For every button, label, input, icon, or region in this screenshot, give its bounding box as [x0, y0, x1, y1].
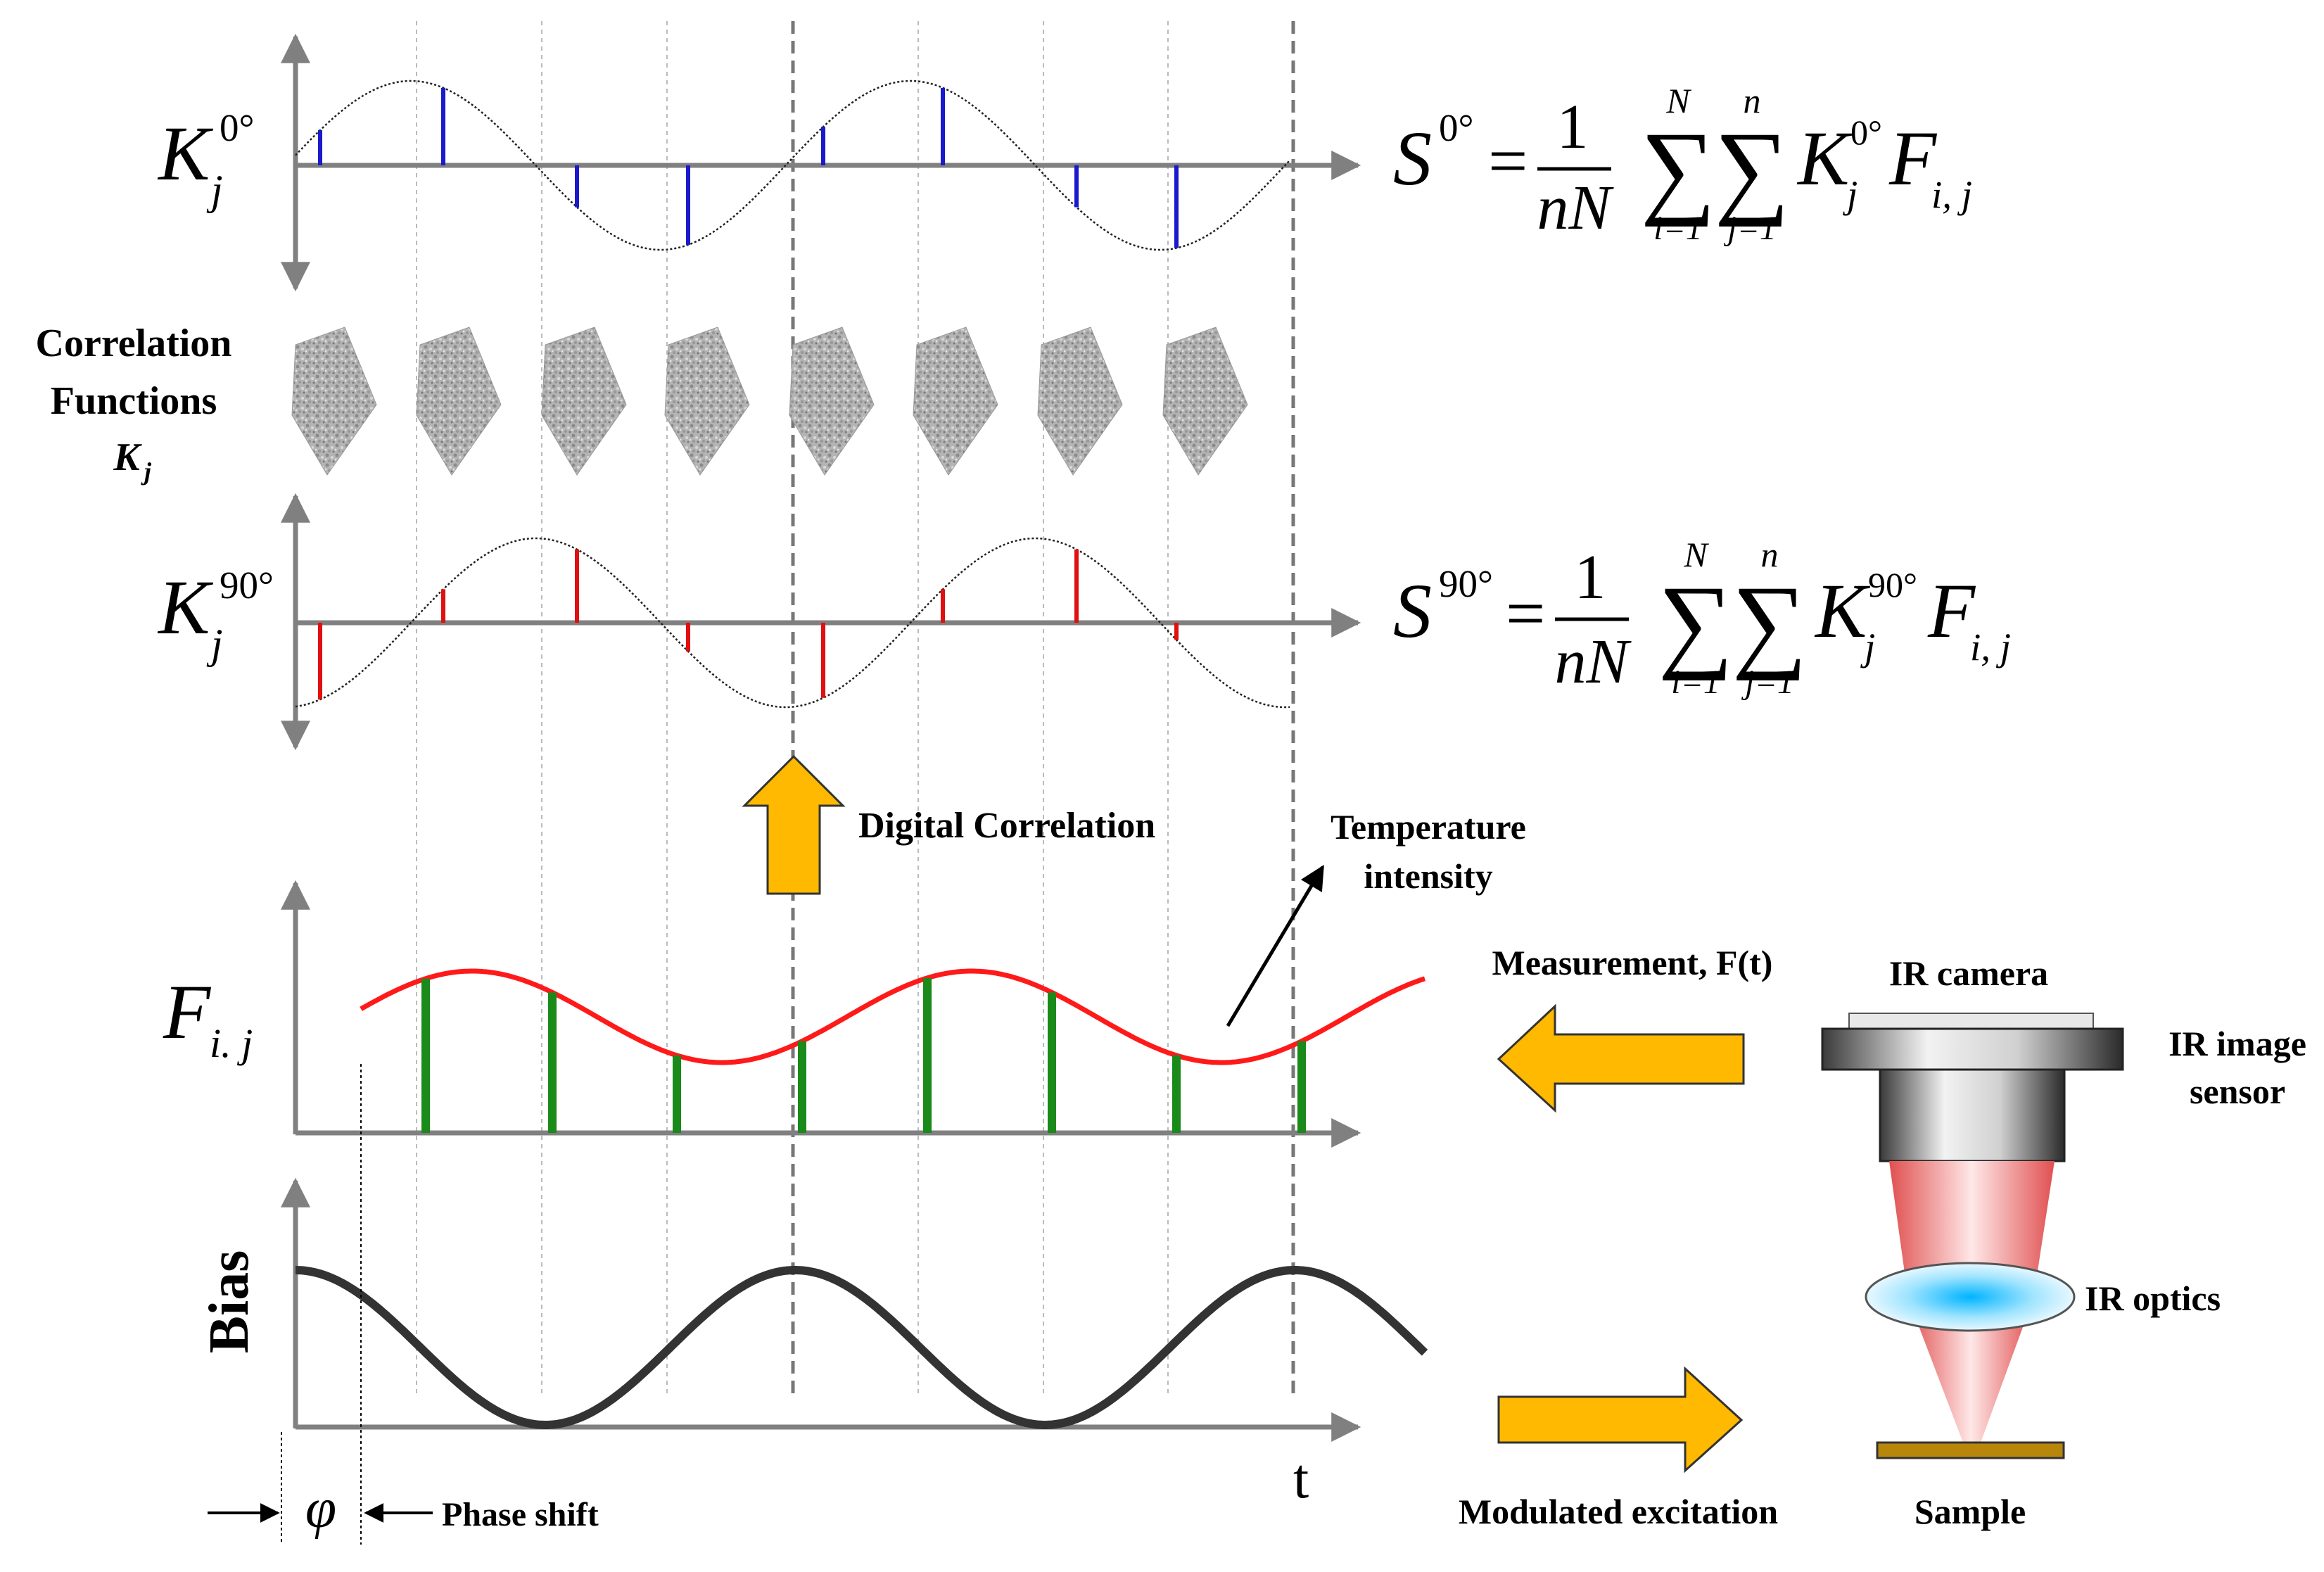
correlation-line3-sub: j	[141, 457, 152, 486]
measurement-label: Measurement, F(t)	[1492, 943, 1773, 982]
s0-formula: S 0° = 1 nN N ∑ i=1 n ∑ j=1 K j 0° F i, …	[1393, 81, 1972, 247]
correlation-line2: Functions	[51, 379, 217, 423]
k0-panel	[281, 33, 1361, 292]
bias-label: Bias	[198, 1250, 260, 1354]
s90-lhs: S	[1393, 568, 1432, 654]
s0-eq: =	[1488, 122, 1528, 200]
s0-term-f-sub: i, j	[1931, 173, 1972, 216]
s90-denominator: nN	[1554, 627, 1632, 697]
s90-formula: S 90° = 1 nN N ∑ i=1 n ∑ j=1 K j 90° F i…	[1393, 535, 2011, 701]
correlation-frame	[1162, 327, 1248, 476]
s0-sum1-bottom: i=1	[1653, 210, 1703, 247]
f-symbol-sub: i. j	[210, 1020, 253, 1066]
correlation-frame	[1037, 327, 1123, 476]
t-axis-label: t	[1293, 1448, 1309, 1510]
correlation-frame	[416, 327, 502, 476]
correlation-frame	[291, 327, 377, 476]
excitation-label: Modulated excitation	[1459, 1492, 1778, 1531]
s0-lhs-sup: 0°	[1439, 106, 1474, 149]
s90-sum2-bottom: j=1	[1741, 664, 1794, 701]
s0-term-k-sup: 0°	[1850, 113, 1882, 152]
phi-symbol: φ	[305, 1478, 336, 1540]
s0-sum2-top: n	[1744, 81, 1761, 120]
f-symbol: F	[163, 969, 212, 1055]
ir-camera-label: IR camera	[1889, 953, 2048, 993]
s0-numerator: 1	[1557, 92, 1589, 162]
measurement-samples	[421, 977, 1306, 1133]
s0-sum2: ∑	[1715, 110, 1790, 227]
ir-camera-top-plate	[1848, 1013, 2094, 1029]
ir-sensor-label-1: IR image	[2169, 1024, 2306, 1063]
s0-term-k: K	[1796, 115, 1853, 201]
s90-sum1-bottom: i=1	[1671, 664, 1720, 701]
temperature-label-2: intensity	[1364, 856, 1492, 896]
s90-term-k: K	[1814, 568, 1871, 654]
k90-symbol-sup: 90°	[220, 564, 274, 607]
measurement-curve	[360, 968, 1426, 1065]
s90-term-f: F	[1927, 568, 1976, 654]
sampling-grid-lines	[416, 21, 1295, 1397]
k0-symbol: K	[157, 110, 214, 196]
k90-samples	[318, 549, 1179, 700]
phase-shift-label: Phase shift	[442, 1496, 599, 1533]
temperature-label-1: Temperature	[1331, 807, 1526, 847]
sample-plate	[1876, 1441, 2065, 1459]
correlation-frame	[664, 327, 750, 476]
k90-sine-curve	[295, 537, 1290, 709]
correlation-frame	[913, 327, 998, 476]
s90-lhs-sup: 90°	[1439, 562, 1493, 605]
s90-sum1: ∑	[1658, 564, 1734, 681]
s0-lhs: S	[1393, 115, 1432, 201]
ir-camera-body	[1879, 1068, 2066, 1162]
s90-term-k-sup: 90°	[1868, 565, 1917, 604]
s0-sum2-bottom: j=1	[1723, 210, 1777, 247]
s90-sum1-top: N	[1683, 535, 1709, 574]
ir-optics-lens	[1865, 1262, 2076, 1332]
k0-symbol-sup: 0°	[220, 106, 255, 149]
s90-term-f-sub: i, j	[1970, 626, 2011, 668]
k90-panel	[281, 493, 1361, 751]
s90-term-k-sub: j	[1860, 626, 1875, 668]
ir-camera-setup: IR camera IR image sensor IR optics Samp…	[1821, 953, 2306, 1531]
measurement-arrow	[1497, 1003, 1745, 1113]
k90-symbol: K	[157, 564, 214, 650]
s0-sum1-top: N	[1665, 81, 1691, 120]
correlation-frame	[789, 327, 875, 476]
correlation-functions-label: Correlation Functions K j	[36, 322, 232, 486]
s0-denominator: nN	[1537, 173, 1614, 243]
s90-sum2-top: n	[1761, 535, 1779, 574]
sample-label: Sample	[1915, 1492, 2026, 1531]
correlation-line3: K	[113, 436, 142, 479]
f-panel	[281, 880, 1426, 1148]
ir-beam-lower	[1908, 1298, 2033, 1443]
digital-correlation-arrow	[742, 754, 846, 895]
correlation-frames	[291, 327, 1248, 476]
ir-beam-upper	[1889, 1161, 2055, 1298]
ir-sensor-label-2: sensor	[2190, 1072, 2285, 1111]
temperature-pointer-arrow	[1226, 864, 1325, 1027]
k0-samples	[318, 87, 1179, 248]
correlation-frame	[541, 327, 627, 476]
s90-sum2: ∑	[1732, 564, 1808, 681]
s90-numerator: 1	[1575, 543, 1606, 612]
correlation-line1: Correlation	[36, 322, 232, 365]
ir-optics-label: IR optics	[2085, 1279, 2221, 1318]
k0-cosine-curve	[295, 80, 1290, 251]
s0-sum1: ∑	[1641, 110, 1716, 227]
s90-eq: =	[1506, 574, 1545, 652]
digital-correlation-label: Digital Correlation	[858, 806, 1155, 846]
ir-image-sensor	[1821, 1027, 2124, 1071]
s0-term-f: F	[1888, 115, 1938, 201]
bias-curve	[296, 1266, 1428, 1429]
bias-panel	[281, 1177, 1428, 1442]
excitation-arrow	[1497, 1366, 1744, 1473]
s0-term-k-sub: j	[1843, 173, 1858, 216]
